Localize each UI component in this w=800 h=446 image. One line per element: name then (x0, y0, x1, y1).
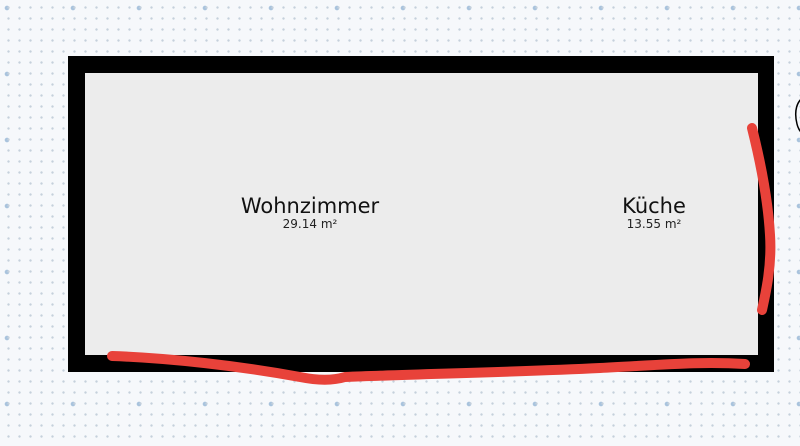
room-label-wohnzimmer[interactable]: Wohnzimmer 29.14 m² (241, 194, 379, 231)
room-floor[interactable] (85, 73, 758, 355)
room-name: Küche (622, 194, 686, 218)
room-label-kueche[interactable]: Küche 13.55 m² (622, 194, 686, 231)
room-area: 13.55 m² (626, 217, 682, 231)
room-name: Wohnzimmer (240, 194, 380, 218)
floor-plan[interactable]: Wohnzimmer 29.14 m² Küche 13.55 m² (68, 56, 774, 372)
room-area: 29.14 m² (282, 217, 338, 231)
